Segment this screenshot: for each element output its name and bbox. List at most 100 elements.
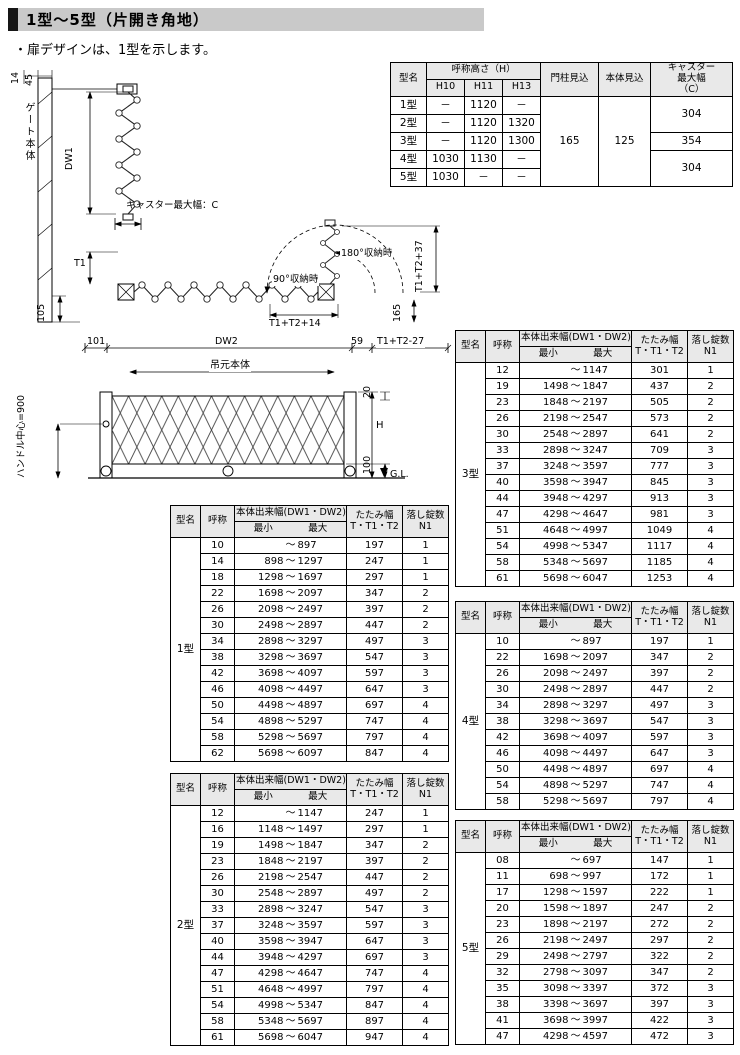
cell-lock-count: 2 [402,601,449,618]
tilde: ～ [570,540,581,552]
cell-size-name: 33 [200,901,235,918]
min-value: 2898 [543,699,569,711]
tilde: ～ [570,556,581,568]
tilde: ～ [285,747,296,759]
cell-body: 125 [598,95,652,187]
cell-lock-count: 2 [402,617,449,634]
cell-h13: 1320 [501,113,542,133]
max-value: 6047 [297,1031,323,1043]
cell-size-name: 22 [485,649,520,666]
col-header-h10: H10 [426,78,465,97]
cell-lock-count: 2 [402,837,449,854]
cell-fold-width: 797 [631,793,688,810]
max-value: 897 [582,635,602,647]
col-header-minmax: 最小最大 [519,346,632,363]
t1t2p37-dimension [342,225,440,293]
tilde: ～ [570,918,581,930]
max-value: 3697 [582,715,608,727]
cell-lock-count: 1 [402,805,449,822]
cell-lock-count: 2 [687,916,734,933]
min-value: 5348 [543,556,569,568]
cell-lock-count: 3 [687,980,734,997]
label-180-storage: 180°収納時 [340,248,394,260]
cell-body-width-range: 2898～3297 [234,633,347,650]
tilde: ～ [570,902,581,914]
cell-fold-width: 247 [346,553,403,570]
cell-lock-count: 1 [687,868,734,885]
tilde: ～ [285,903,296,915]
cell-fold-width: 347 [346,837,403,854]
cell-fold-width: 497 [346,633,403,650]
cell-body-width-range: 3698～3997 [519,1012,632,1029]
cell-h13: － [501,95,542,115]
max-value: 2897 [582,428,608,440]
cell-size-name: 38 [485,713,520,730]
label-dim-101: 101 [87,336,106,347]
min-value: 3948 [258,951,284,963]
cell-fold-width: 297 [346,821,403,838]
max-value: 5697 [582,556,608,568]
cell-body-width-range: 3948～4297 [234,949,347,966]
cell-size-name: 47 [485,1028,520,1045]
cell-size-name: 34 [200,633,235,650]
tilde: ～ [570,492,581,504]
max-value: 2497 [582,667,608,679]
cell-body-width-range: 4648～4997 [519,522,632,539]
col-header-name: 呼称 [200,505,235,538]
cell-fold-width: 301 [631,362,688,379]
cell-body-width-range: 2198～2497 [519,932,632,949]
col-header-name: 呼称 [200,773,235,806]
plan-view [23,70,452,375]
label-t1-t2-plus37: T1+T2+37 [414,240,425,292]
cell-lock-count: 1 [687,852,734,869]
col-header-width: 本体出来幅(DW1・DW2) [234,773,347,790]
min-value: 5298 [258,731,284,743]
tilde: ～ [285,699,296,711]
tilde: ～ [570,412,581,424]
cell-fold-width: 1049 [631,522,688,539]
max-value: 3297 [297,635,323,647]
cell-lock-count: 4 [402,697,449,714]
cell-body-width-range: 2098～2497 [519,665,632,682]
cell-size-name: 19 [200,837,235,854]
max-value: 3297 [582,699,608,711]
cell-fold-width: 437 [631,378,688,395]
cell-fold-width: 172 [631,868,688,885]
cell-lock-count: 2 [687,964,734,981]
cell-fold-width: 297 [346,569,403,586]
cell-body-width-range: ～697 [519,852,632,869]
tilde: ～ [570,998,581,1010]
cell-h13: － [501,167,542,187]
label-gate-body: ゲート本体 [23,102,34,162]
tilde: ～ [570,795,581,807]
spec-row: 4型 1030 1130 － 304 [390,149,734,187]
cell-h11: － [464,167,503,187]
min-value: 1698 [258,587,284,599]
cell-lock-count: 3 [687,729,734,746]
min-value: 1848 [258,855,284,867]
min-value: 1848 [543,396,569,408]
cell-body-width-range: 3598～3947 [234,933,347,950]
cell-caster: 354 [650,131,734,151]
max-value: 4647 [297,967,323,979]
tilde: ～ [285,603,296,615]
tilde: ～ [570,966,581,978]
tilde: ～ [570,572,581,584]
cell-size-name: 38 [200,649,235,666]
col-header-model: 型名 [455,820,486,853]
max-value: 2797 [582,950,608,962]
cell-lock-count: 4 [402,997,449,1014]
